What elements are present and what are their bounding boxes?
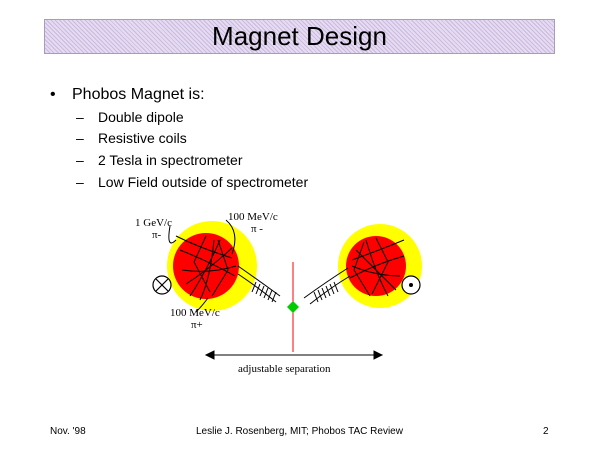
sub-item-label: 2 Tesla in spectrometer — [98, 152, 243, 168]
sub-item-label: Double dipole — [98, 109, 184, 125]
separation-arrow — [204, 350, 384, 360]
label-pi-plus: π+ — [191, 319, 203, 331]
slide-title: Magnet Design — [212, 21, 387, 51]
field-into-page-icon — [152, 275, 172, 295]
left-tracks — [168, 219, 281, 313]
sub-item: –Low Field outside of spectrometer — [76, 174, 309, 190]
label-pi-minus-top: π - — [251, 223, 263, 235]
field-out-of-page-icon — [401, 275, 421, 295]
left-hatching — [251, 281, 277, 303]
sub-item-label: Low Field outside of spectrometer — [98, 174, 309, 190]
vertex-marker — [287, 301, 299, 313]
sub-item-label: Resistive coils — [98, 130, 187, 146]
sub-item: –2 Tesla in spectrometer — [76, 152, 243, 168]
right-hatching — [313, 281, 339, 303]
bullet-dot-icon: • — [50, 86, 56, 103]
label-pi-minus-left: π- — [152, 229, 162, 241]
title-banner: Magnet Design — [44, 19, 555, 54]
label-adjustable-separation: adjustable separation — [238, 363, 331, 375]
label-1gev: 1 GeV/c — [135, 217, 172, 229]
sub-item: –Resistive coils — [76, 130, 187, 146]
left-coil — [173, 233, 239, 299]
sub-item: –Double dipole — [76, 109, 184, 125]
right-tracks — [303, 237, 405, 305]
footer-author: Leslie J. Rosenberg, MIT; Phobos TAC Rev… — [196, 426, 403, 437]
label-100mev-bottom: 100 MeV/c — [170, 307, 220, 319]
footer-page-number: 2 — [543, 426, 549, 437]
bullet-heading: Phobos Magnet is: — [72, 86, 205, 103]
label-100mev-top: 100 MeV/c — [228, 211, 278, 223]
footer-date: Nov. '98 — [50, 426, 86, 437]
